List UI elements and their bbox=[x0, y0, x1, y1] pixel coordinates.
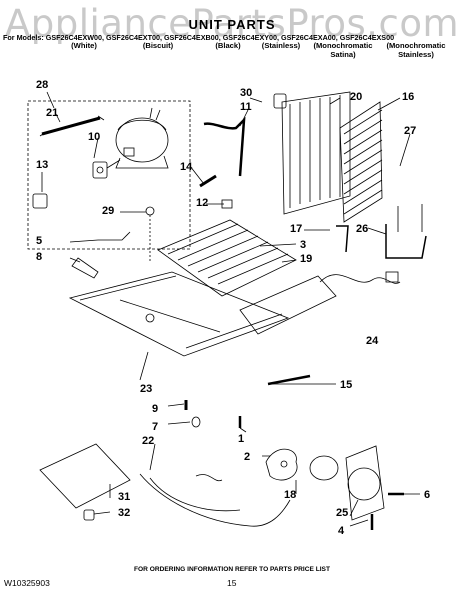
callout-4: 4 bbox=[338, 525, 345, 537]
callout-27: 27 bbox=[404, 125, 416, 137]
fan-blade-part bbox=[265, 448, 298, 481]
callout-14: 14 bbox=[180, 161, 193, 173]
callout-2: 2 bbox=[244, 451, 250, 463]
wire-5-part bbox=[98, 231, 131, 241]
callout-30: 30 bbox=[240, 87, 252, 99]
variant-labels: (White) (Biscuit) (Black) (Stainless) (M… bbox=[0, 41, 464, 63]
condenser-part bbox=[281, 91, 351, 215]
variant-black: (Black) bbox=[215, 41, 241, 50]
fan-shroud-part bbox=[345, 445, 385, 521]
callout-31: 31 bbox=[118, 491, 130, 503]
compressor-part bbox=[115, 107, 169, 169]
bracket-part bbox=[273, 93, 287, 109]
callout-25: 25 bbox=[336, 507, 348, 519]
callout-29: 29 bbox=[102, 205, 114, 217]
variant-mono-satina: (Monochromatic Satina) bbox=[313, 41, 373, 59]
callout-8: 8 bbox=[36, 251, 42, 263]
relay-part bbox=[92, 159, 121, 179]
callout-17: 17 bbox=[290, 223, 302, 235]
callout-6: 6 bbox=[424, 489, 430, 501]
callout-18: 18 bbox=[284, 489, 296, 501]
callout-11: 11 bbox=[240, 101, 252, 113]
callout-22: 22 bbox=[142, 435, 154, 447]
drier-part bbox=[199, 174, 217, 188]
document-number: W10325903 bbox=[4, 578, 50, 588]
callout-3: 3 bbox=[300, 239, 306, 251]
variant-white: (White) bbox=[71, 41, 97, 50]
callout-23: 23 bbox=[140, 383, 152, 395]
callout-21: 21 bbox=[46, 107, 58, 119]
callout-1: 1 bbox=[238, 433, 244, 445]
coil-part bbox=[339, 101, 383, 223]
callout-10: 10 bbox=[88, 131, 100, 143]
callout-9: 9 bbox=[152, 403, 158, 415]
base-plate-part bbox=[68, 271, 290, 357]
callout-26: 26 bbox=[356, 223, 368, 235]
callout-15: 15 bbox=[340, 379, 352, 391]
page-title: UNIT PARTS bbox=[188, 17, 276, 32]
bracket-26-part bbox=[385, 224, 427, 259]
callout-20: 20 bbox=[350, 91, 362, 103]
grommet-7-part bbox=[191, 416, 201, 428]
compressor-group-box bbox=[27, 100, 191, 250]
evaporator-part bbox=[157, 219, 297, 297]
harness-22-part bbox=[139, 473, 291, 527]
plug-part bbox=[71, 257, 99, 279]
start-device-part bbox=[39, 115, 105, 137]
variant-stainless: (Stainless) bbox=[261, 41, 301, 50]
ordering-note: FOR ORDERING INFORMATION REFER TO PARTS … bbox=[134, 566, 330, 573]
drain-pan-part bbox=[239, 275, 337, 335]
callout-7: 7 bbox=[152, 421, 158, 433]
callout-16: 16 bbox=[402, 91, 414, 103]
callout-13: 13 bbox=[36, 159, 48, 171]
variant-biscuit: (Biscuit) bbox=[142, 41, 174, 50]
callout-12: 12 bbox=[196, 197, 208, 209]
page-number: 15 bbox=[227, 578, 237, 588]
callout-labels: 28 21 10 13 29 5 8 30 11 14 12 20 16 27 … bbox=[36, 79, 430, 537]
tube-part bbox=[203, 116, 246, 177]
harness-24-part bbox=[319, 274, 401, 284]
connector-32-part bbox=[83, 509, 95, 521]
models-line: For Models: GSF26C4EXW00, GSF26C4EXT00, … bbox=[3, 33, 395, 42]
insulation-part bbox=[39, 443, 131, 509]
variant-mono-stainless: (Monochromatic Stainless) bbox=[386, 41, 446, 59]
callout-5: 5 bbox=[36, 235, 42, 247]
callout-19: 19 bbox=[300, 253, 312, 265]
tube-17-part bbox=[336, 225, 349, 253]
overload-part bbox=[32, 193, 48, 209]
callout-32: 32 bbox=[118, 507, 130, 519]
callout-24: 24 bbox=[366, 335, 379, 347]
grommet-part bbox=[145, 206, 155, 216]
callout-28: 28 bbox=[36, 79, 48, 91]
screw-15-part bbox=[267, 374, 311, 386]
watermark-text: AppliancePartsPros.com bbox=[4, 2, 460, 45]
fan-motor-part bbox=[309, 455, 339, 481]
